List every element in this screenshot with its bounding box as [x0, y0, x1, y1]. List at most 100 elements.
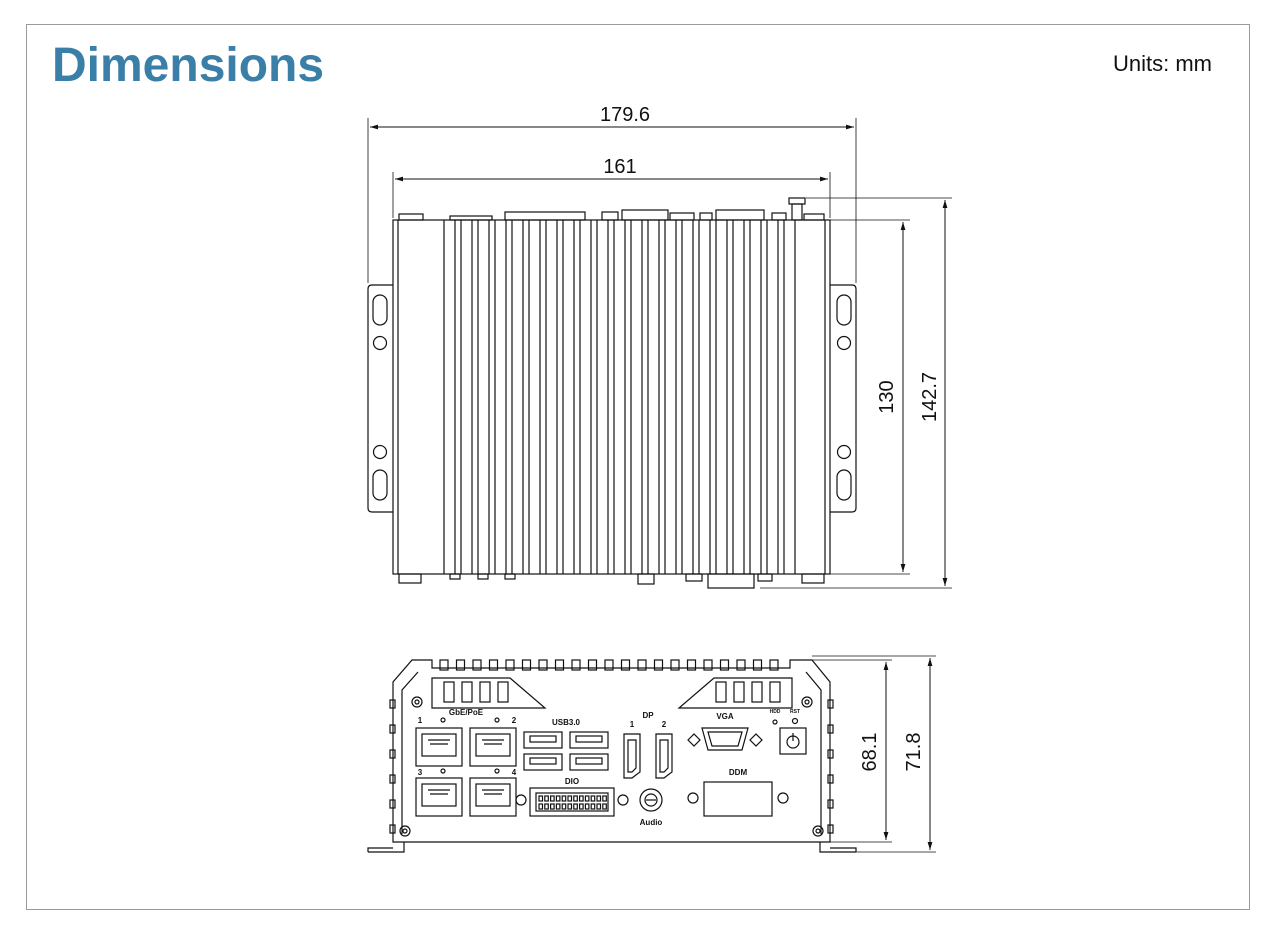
connector-protrusion [715, 209, 765, 221]
label-port-4: 4 [512, 768, 517, 777]
fin-tip [587, 659, 598, 671]
dio-pin [549, 803, 555, 810]
audio-jack-icon [639, 788, 663, 812]
label-rst: RST [790, 709, 800, 715]
dim-overall-depth: 142.7 [919, 372, 941, 422]
dio-pin [538, 803, 544, 810]
fin-tip [472, 659, 482, 671]
displayport-1 [623, 733, 641, 779]
screw [411, 696, 423, 708]
dio-pins [538, 795, 607, 810]
fin-tip [604, 659, 614, 671]
dio-pin [578, 795, 584, 802]
connector-protrusion [707, 573, 755, 589]
fin-tip [670, 659, 680, 671]
label-port-3: 3 [418, 768, 423, 777]
front-view [367, 655, 936, 853]
label-port-2: 2 [512, 716, 517, 725]
right-flange [819, 842, 857, 853]
connector-protrusion [449, 215, 493, 221]
foot-protrusion [637, 573, 655, 585]
power-icon [786, 733, 800, 749]
dio-pin [584, 803, 590, 810]
fin-tip [538, 659, 548, 671]
left-mounting-bracket [367, 284, 393, 513]
fin-tip [571, 659, 581, 671]
led-icon [440, 768, 446, 774]
fin-tip [653, 659, 664, 671]
label-port-1: 1 [418, 716, 423, 725]
screw [617, 794, 629, 806]
foot-protrusion [757, 573, 773, 582]
dim-body-depth: 130 [876, 380, 898, 413]
bracket-slot [372, 294, 388, 326]
heatsink-fins [443, 220, 796, 574]
label-usb: USB3.0 [552, 718, 581, 727]
screw [399, 825, 411, 837]
led-icon [494, 768, 500, 774]
dio-pin [561, 803, 567, 810]
right-mounting-bracket [830, 284, 857, 513]
dio-pin [555, 803, 561, 810]
label-dp: DP [642, 711, 654, 720]
label-vga: VGA [716, 712, 734, 721]
label-gbe-poe: GbE/PoE [449, 708, 484, 717]
dim-overall-height: 71.8 [903, 733, 925, 772]
fin-tip [736, 659, 746, 671]
dim-body-width: 161 [603, 156, 636, 178]
dio-connector [529, 787, 615, 817]
screw [801, 696, 813, 708]
chassis-body [392, 219, 831, 575]
fin-tip [488, 659, 499, 671]
dio-pin [573, 803, 578, 810]
chassis-edge [397, 220, 826, 574]
connector-protrusion [699, 212, 713, 221]
fin-tip [686, 659, 697, 671]
usb-port [569, 731, 609, 749]
bracket-slot [836, 469, 852, 501]
foot-protrusion [504, 573, 516, 580]
left-flange [367, 842, 405, 853]
fin-tip [505, 659, 515, 671]
dio-pin [590, 803, 596, 810]
fin-tip [455, 659, 466, 671]
front-vent-right [677, 677, 793, 709]
foot-protrusion [477, 573, 489, 580]
led-icon [440, 717, 446, 723]
dio-pin [573, 795, 578, 802]
dio-pin [549, 795, 555, 802]
fin-tip [769, 659, 779, 671]
fin-tip [620, 659, 631, 671]
usb-port [523, 753, 563, 771]
front-vent-left [431, 677, 547, 709]
dio-pin [602, 795, 607, 802]
antenna-connector [788, 197, 806, 205]
bracket-hole [836, 335, 852, 351]
front-chassis-inner-edge [401, 671, 822, 834]
vga-screw [749, 733, 763, 747]
connector-protrusion [398, 213, 424, 221]
connector-protrusion [669, 212, 695, 221]
led-icon [494, 717, 500, 723]
label-dp-2: 2 [662, 720, 667, 729]
lan-port-3 [415, 777, 463, 817]
foot-protrusion [801, 573, 825, 584]
side-notches [389, 699, 834, 834]
foot-protrusion [449, 573, 461, 580]
foot-protrusion [398, 573, 422, 584]
dim-overall-width: 179.6 [600, 104, 650, 126]
dio-pin [567, 803, 573, 810]
dio-pin [544, 803, 549, 810]
dio-pin [555, 795, 561, 802]
vent-slots-left [443, 681, 509, 703]
bracket-hole [372, 444, 388, 460]
label-dio: DIO [565, 777, 579, 786]
vga-screw [687, 733, 701, 747]
vent-slots-right [715, 681, 781, 703]
power-button-frame [779, 727, 807, 755]
dio-pin [590, 795, 596, 802]
dio-pin [596, 803, 602, 810]
bracket-slot [372, 469, 388, 501]
dio-pin [596, 795, 602, 802]
screw [777, 792, 789, 804]
